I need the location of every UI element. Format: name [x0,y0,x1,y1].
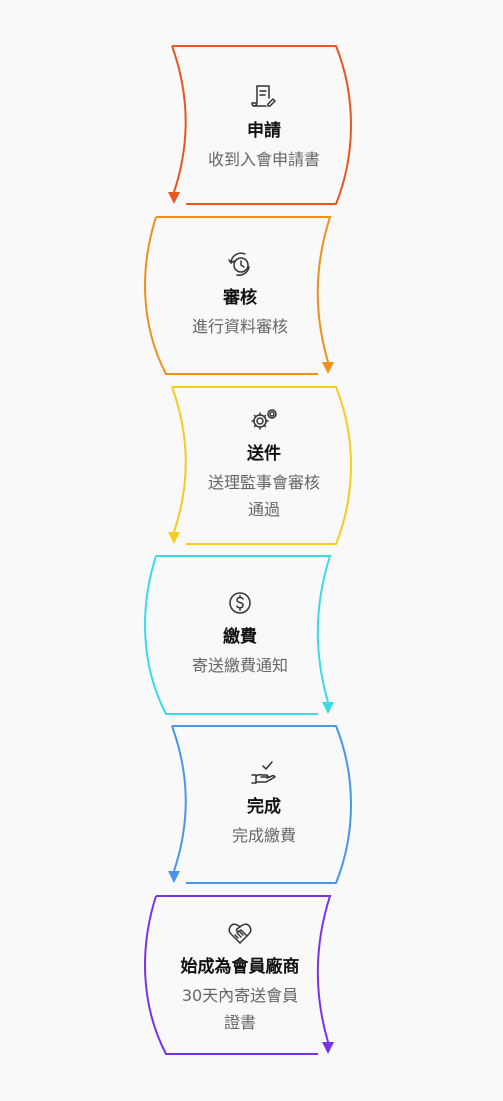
step-title: 繳費 [223,627,257,647]
step-arrow [168,532,180,544]
step-description: 進行資料審核 [191,317,288,336]
step-arrow [322,702,334,714]
step-complete: 完成 完成繳費 [164,760,364,849]
document-pen-icon [251,85,276,107]
step-title: 送件 [247,444,281,464]
step-description-line: 證書 [223,1013,256,1032]
clock-cycle-icon [228,252,250,276]
step-description: 完成繳費 [231,826,296,845]
step-description: 送理監事會審核 通過 [164,469,364,523]
step-description-line: 通過 [247,500,280,519]
step-description-line: 30天內寄送會員 [181,986,299,1005]
step-arrow [168,192,180,204]
step-review: 審核 進行資料審核 [140,251,340,340]
step-title: 審核 [223,288,257,308]
hand-check-icon [251,761,276,784]
step-arrow [322,362,334,374]
step-arrow [322,1042,334,1054]
step-description: 寄送繳費通知 [191,656,288,675]
dollar-coin-icon [229,592,251,614]
step-outline [171,45,352,205]
step-application: 申請 收到入會申請書 [164,84,364,173]
step-outline [144,555,332,715]
step-outline [144,895,332,1055]
step-membership: 始成為會員廠商 30天內寄送會員 證書 [140,920,340,1036]
step-outline [171,386,352,545]
step-title: 申請 [247,121,281,141]
step-title: 完成 [247,797,281,817]
handshake-icon [228,923,252,944]
gears-icon [251,409,277,430]
step-description-line: 送理監事會審核 [207,473,320,492]
step-outline [144,216,332,375]
step-description: 收到入會申請書 [207,150,320,169]
step-title: 始成為會員廠商 [180,957,300,977]
step-payment: 繳費 寄送繳費通知 [140,590,340,679]
step-submission: 送件 送理監事會審核 通過 [164,407,364,523]
step-arrow [168,871,180,883]
step-description: 30天內寄送會員 證書 [140,982,340,1036]
step-outline [171,725,352,884]
